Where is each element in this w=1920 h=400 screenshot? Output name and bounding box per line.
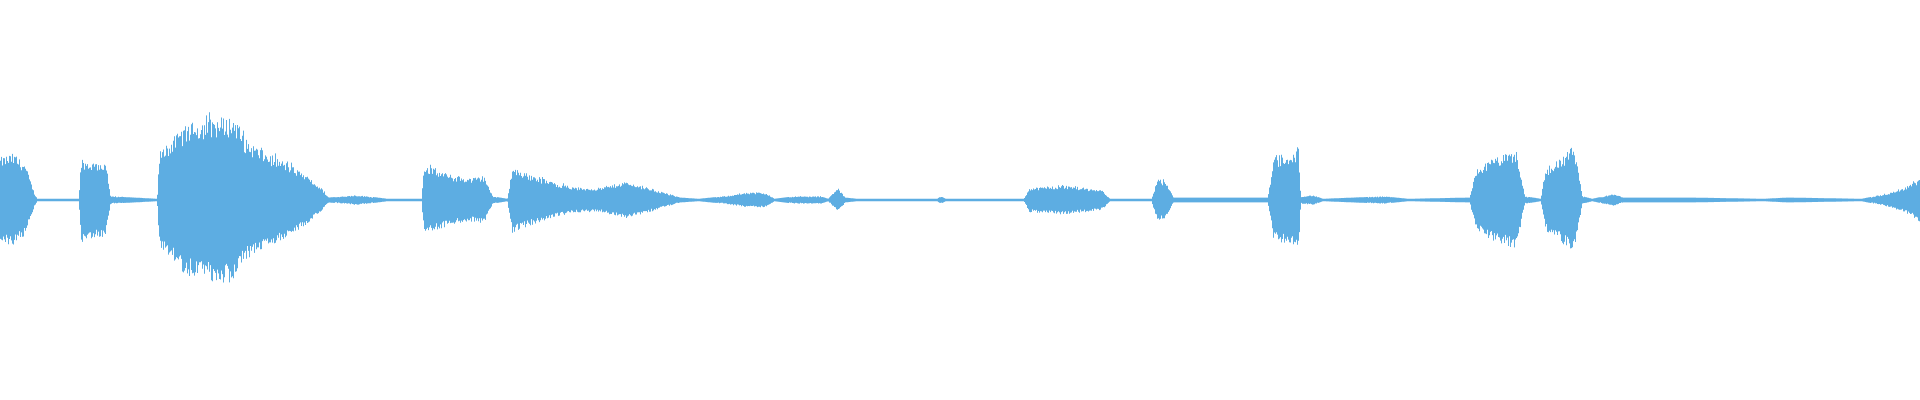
waveform-path (0, 112, 1920, 283)
